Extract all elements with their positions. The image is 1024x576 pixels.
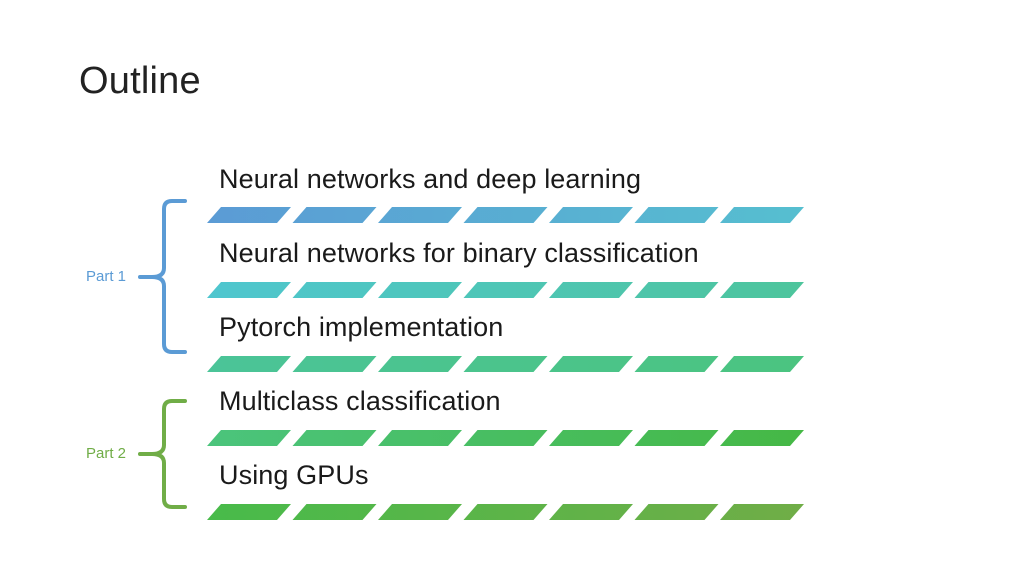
divider-4 — [207, 504, 805, 520]
divider-2 — [207, 356, 805, 372]
part2-label: Part 2 — [86, 445, 127, 462]
divider-0 — [207, 207, 805, 223]
slide-title: Outline — [79, 60, 201, 102]
outline-item-3: Pytorch implementation — [219, 312, 504, 342]
outline-item-1: Neural networks and deep learning — [219, 164, 642, 194]
part2-brace — [150, 399, 187, 509]
part1-label: Part 1 — [86, 268, 127, 285]
outline-item-5: Using GPUs — [219, 460, 369, 490]
divider-1 — [207, 282, 805, 298]
part1-brace — [150, 199, 187, 354]
divider-3 — [207, 430, 805, 446]
outline-item-4: Multiclass classification — [219, 386, 501, 416]
outline-item-2: Neural networks for binary classificatio… — [219, 238, 699, 268]
